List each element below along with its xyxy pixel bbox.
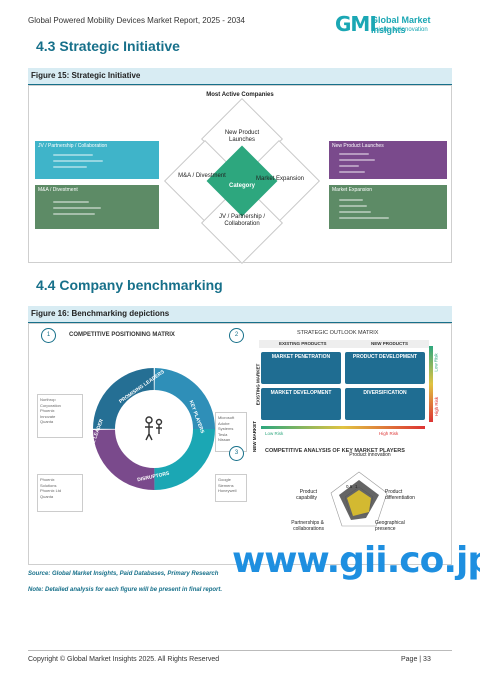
- step-number-1: 1: [41, 328, 56, 343]
- blurred-item: [53, 154, 93, 156]
- footer-page-number: Page | 33: [401, 656, 431, 663]
- quad-md-title: MARKET DEVELOPMENT: [270, 390, 332, 396]
- new-products-label: NEW PRODUCTS: [371, 341, 408, 346]
- node-label-ma: M&A / Divestment: [178, 173, 226, 179]
- source-note: Source: Global Market Insights, Paid Dat…: [28, 571, 219, 577]
- low-risk-vertical: Low Risk: [433, 353, 439, 372]
- radar-scale-1: 0.5: [346, 484, 353, 489]
- blurred-item: [339, 205, 367, 207]
- high-risk-vertical: High Risk: [434, 396, 440, 417]
- blurred-item: [339, 171, 365, 173]
- ring-center: [118, 393, 190, 465]
- panel-jv-title: JV / Partnership / Collaboration: [38, 143, 108, 149]
- gmi-logo: GMI Global Market Insights Insights to I…: [335, 12, 455, 40]
- strategic-initiative-figure: Most Active Companies JV / Partnership /…: [28, 85, 452, 265]
- logo-tagline: Insights to Innovation: [371, 27, 428, 33]
- node-label-npl: New Product Launches: [224, 130, 260, 143]
- logo-mark: GMI: [335, 12, 377, 36]
- step-number-2: 2: [229, 328, 244, 343]
- figure-15-label: Figure 15: Strategic Initiative: [28, 68, 452, 84]
- panel-market-expansion: Market Expansion: [329, 185, 447, 229]
- panel-ma-divestment: M&A / Divestment: [35, 185, 159, 229]
- existing-market-label: EXISTING MARKET: [255, 363, 261, 406]
- blurred-item: [53, 166, 87, 168]
- radar-chart: [330, 471, 388, 527]
- ring-key: [93, 368, 215, 490]
- matrix-title: COMPETITIVE POSITIONING MATRIX: [69, 332, 175, 338]
- logo-name: Global Market Insights: [371, 15, 431, 35]
- footer-copyright: Copyright © Global Market Insights 2025.…: [28, 656, 220, 663]
- detail-note: Note: Detailed analysis for each figure …: [28, 587, 223, 593]
- risk-bar-vertical: [429, 346, 433, 422]
- quad-market-penetration: MARKET PENETRATION: [261, 352, 341, 384]
- node-label-me: Market Expansion: [255, 176, 305, 182]
- section-title-4-4: 4.4 Company benchmarking: [36, 277, 223, 293]
- radar-label-differentiation: Product differentiation: [385, 489, 415, 501]
- people-icon: [145, 416, 163, 441]
- radar-label-capability: Product capability: [296, 489, 317, 501]
- new-market-label: NEW MARKET: [252, 421, 257, 452]
- quad-product-development: PRODUCT DEVELOPMENT: [345, 352, 425, 384]
- quad-diversification: DIVERSIFICATION: [345, 388, 425, 420]
- panel-ma-title: M&A / Divestment: [38, 187, 78, 193]
- watermark: www.gii.co.jp: [232, 540, 480, 581]
- figure-16-label: Figure 16: Benchmarking depictions: [28, 306, 452, 322]
- panel-new-product-launches: New Product Launches: [329, 141, 447, 179]
- blurred-item: [339, 217, 389, 219]
- panel-me-title: Market Expansion: [332, 187, 373, 193]
- quad-pd-title: PRODUCT DEVELOPMENT: [352, 354, 418, 360]
- blurred-item: [339, 165, 359, 167]
- quad-mp-title: MARKET PENETRATION: [271, 354, 331, 360]
- panel-jv-partnership: JV / Partnership / Collaboration: [35, 141, 159, 179]
- radar-label-partnerships: Partnerships & collaborations: [291, 520, 324, 532]
- blurred-item: [53, 213, 95, 215]
- high-risk-horizontal: High Risk: [379, 431, 399, 436]
- radar-label-innovation: Product innovation: [349, 452, 391, 458]
- node-label-jv: JV / Partnership / Collaboration: [218, 214, 266, 227]
- radar-scale-2: 1: [355, 484, 358, 489]
- section-title-4-3: 4.3 Strategic Initiative: [36, 38, 180, 54]
- quad-div-title: DIVERSIFICATION: [363, 390, 407, 396]
- panel-npl-title: New Product Launches: [332, 143, 384, 149]
- blurred-item: [53, 160, 103, 162]
- radar-label-geographical: Geographical presence: [375, 520, 405, 532]
- benchmarking-figure: 1 COMPETITIVE POSITIONING MATRIX PROMISI…: [28, 323, 452, 565]
- blurred-item: [339, 159, 375, 161]
- blurred-item: [339, 211, 371, 213]
- competitive-analysis-title: COMPETITIVE ANALYSIS OF KEY MARKET PLAYE…: [265, 448, 405, 454]
- blurred-item: [53, 201, 89, 203]
- blurred-item: [339, 153, 369, 155]
- ring-disruptors: [93, 368, 215, 490]
- existing-products-label: EXISTING PRODUCTS: [279, 341, 327, 346]
- figure-divider: [28, 322, 452, 323]
- figure-divider: [28, 84, 452, 85]
- products-header-bar: EXISTING PRODUCTS NEW PRODUCTS: [259, 340, 429, 348]
- blurred-item: [53, 207, 101, 209]
- radar-outer: [330, 471, 388, 527]
- diagram-title: Most Active Companies: [206, 92, 274, 98]
- quad-market-development: MARKET DEVELOPMENT: [261, 388, 341, 420]
- blurred-item: [339, 199, 363, 201]
- strategic-outlook-title: STRATEGIC OUTLOOK MATRIX: [297, 330, 379, 336]
- step-number-3: 3: [229, 446, 244, 461]
- radar-series-yellow: [347, 490, 371, 516]
- report-header-title: Global Powered Mobility Devices Market R…: [28, 16, 245, 25]
- positioning-ring: [93, 368, 215, 490]
- low-risk-horizontal: Low Risk: [265, 431, 284, 436]
- footer-divider: [28, 650, 452, 651]
- risk-bar-horizontal: [261, 426, 425, 429]
- node-label-category: Category: [228, 183, 255, 189]
